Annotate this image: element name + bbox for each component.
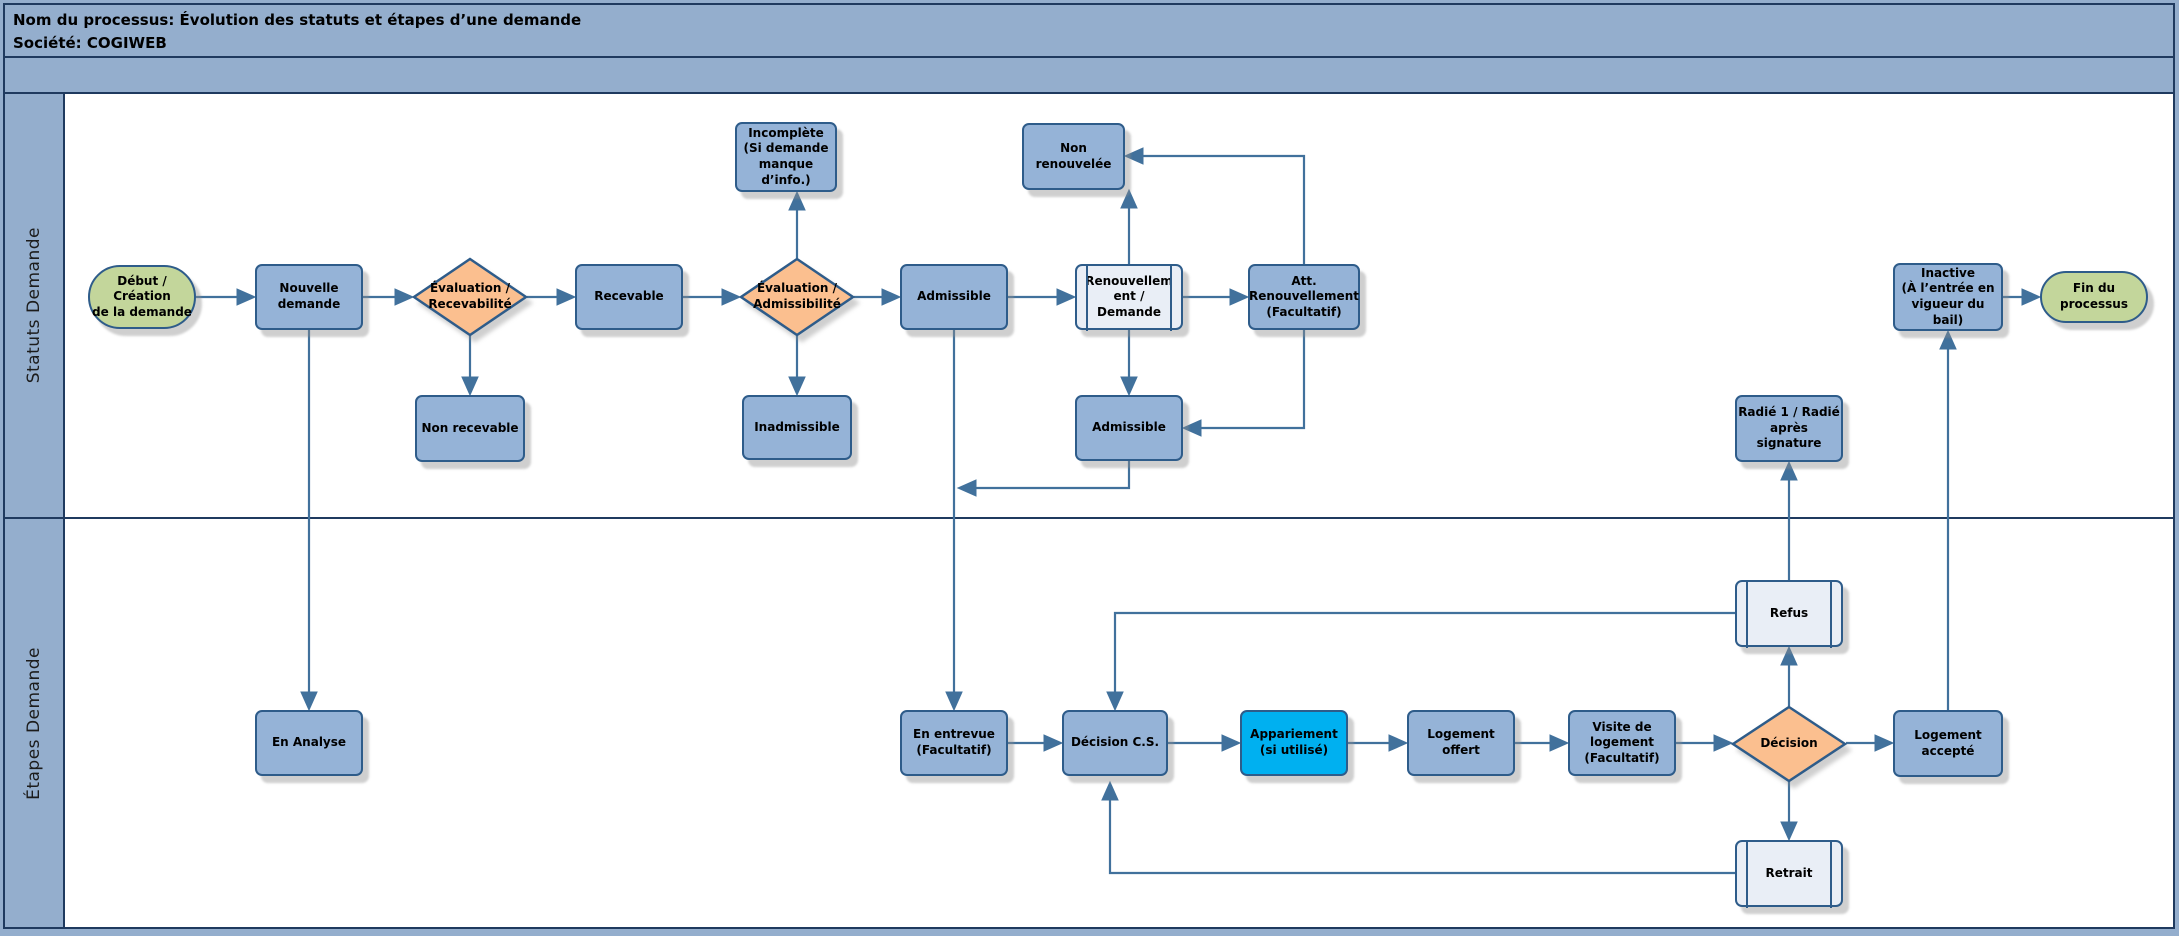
edge-att-to-nonrenouvelee [1123, 147, 1306, 264]
node-eval-admissibilite: Évaluation / Admissibilité [738, 257, 856, 337]
node-label: Visite de logement (Facultatif) [1584, 719, 1660, 765]
node-logement-accepte: Logement accepté [1893, 710, 2003, 777]
node-appariement: Appariement (si utilisé) [1240, 710, 1348, 776]
node-recevable: Recevable [575, 264, 683, 330]
node-label: Décision [1760, 736, 1818, 751]
node-label: En entrevue (Facultatif) [913, 727, 995, 757]
subprocess-bar-left [1746, 579, 1748, 648]
node-eval-recevabilite: Évaluation / Recevabilité [411, 257, 529, 337]
node-nouvelle-demande: Nouvelle demande [255, 264, 363, 330]
node-label: Att. Renouvellement (Facultatif) [1249, 273, 1359, 319]
node-inadmissible: Inadmissible [742, 395, 852, 460]
subprocess-bar-right [1830, 579, 1832, 648]
node-label: Appariement (si utilisé) [1250, 727, 1338, 757]
node-admissible-2: Admissible [1075, 395, 1183, 461]
decision-diamond-shape [1730, 705, 1848, 783]
node-label: Admissible [917, 289, 991, 304]
node-label: Radié 1 / Radié après signature [1738, 405, 1840, 451]
process-title: Nom du processus: Évolution des statuts … [13, 11, 582, 29]
node-incomplete: Incomplète (Si demande manque d’info.) [735, 122, 837, 192]
node-label: Début / Création de la demande [92, 273, 192, 319]
edge-att-to-admissible2 [1181, 330, 1306, 437]
lane-label-statuts: Statuts Demande [5, 94, 65, 517]
node-fin: Fin du processus [2040, 271, 2148, 323]
node-label: Admissible [1092, 420, 1166, 435]
node-en-analyse: En Analyse [255, 710, 363, 776]
decision-diamond-shape [738, 257, 856, 337]
node-admissible-1: Admissible [900, 264, 1008, 330]
node-label: Non renouvelée [1035, 140, 1112, 171]
node-inactive: Inactive (À l’entrée en vigueur du bail) [1893, 263, 2003, 331]
node-label: En Analyse [271, 735, 347, 750]
subprocess-bar-left [1746, 839, 1748, 908]
diagram-header: Nom du processus: Évolution des statuts … [3, 3, 2175, 58]
decision-diamond-shape [411, 257, 529, 337]
node-label: Incomplète (Si demande manque d’info.) [743, 125, 829, 187]
node-label: Évaluation / Recevabilité [428, 281, 512, 311]
node-refus: Refus [1735, 579, 1843, 648]
node-radie: Radié 1 / Radié après signature [1735, 395, 1843, 462]
node-label: Logement offert [1427, 727, 1495, 757]
lane-label-etapes: Étapes Demande [5, 519, 65, 927]
edge-refus-to-decisioncs [1106, 611, 1735, 712]
edge-admissible2-to-mainline [956, 461, 1131, 497]
node-label: Retrait [1765, 865, 1813, 880]
node-retrait: Retrait [1735, 839, 1843, 908]
company-title: Société: COGIWEB [13, 34, 167, 53]
node-decision: Décision [1730, 705, 1848, 783]
subprocess-bar-left [1086, 263, 1088, 331]
node-decision-cs: Décision C.S. [1062, 710, 1168, 776]
subprocess-bar-right [1830, 839, 1832, 908]
node-label: Inactive (À l’entrée en vigueur du bail) [1901, 265, 1995, 327]
node-non-recevable: Non recevable [415, 395, 525, 462]
node-label: Renouvellem ent / Demande [1085, 273, 1173, 319]
node-label: Fin du processus [2060, 281, 2128, 311]
edge-retrait-to-decisioncs [1101, 780, 1735, 875]
node-en-entrevue: En entrevue (Facultatif) [900, 710, 1008, 776]
node-visite-logement: Visite de logement (Facultatif) [1568, 710, 1676, 776]
node-debut: Début / Création de la demande [88, 265, 196, 329]
node-non-renouvelee: Non renouvelée [1022, 123, 1125, 190]
node-label: Non recevable [421, 420, 519, 435]
node-label: Recevable [594, 289, 664, 304]
node-label: Évaluation / Admissibilité [753, 281, 841, 311]
node-label: Refus [1769, 605, 1809, 620]
node-label: Nouvelle demande [277, 281, 341, 311]
node-att-renouvellement: Att. Renouvellement (Facultatif) [1248, 264, 1360, 330]
node-renouvellement: Renouvellem ent / Demande [1075, 263, 1183, 331]
subprocess-bar-right [1170, 263, 1172, 331]
node-label: Décision C.S. [1070, 735, 1160, 750]
node-logement-offert: Logement offert [1407, 710, 1515, 776]
node-label: Inadmissible [754, 419, 840, 434]
node-label: Logement accepté [1914, 727, 1982, 758]
